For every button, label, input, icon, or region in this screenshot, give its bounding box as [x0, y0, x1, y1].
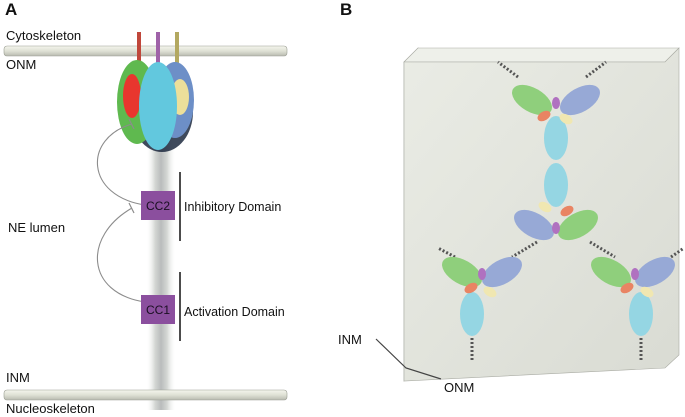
inhibitory-domain-label: Inhibitory Domain [184, 200, 281, 214]
panel-a-letter: A [5, 0, 17, 19]
inhibition-arc-cc2 [97, 123, 146, 206]
tm-helix-yellow [175, 32, 179, 72]
inm-leader-line [375, 338, 442, 380]
lattice-link [589, 240, 616, 259]
protein-trimer [117, 60, 194, 152]
inm-label-b: INM [338, 332, 362, 347]
ne-lumen-label: NE lumen [8, 220, 65, 235]
cc2-box [141, 191, 175, 220]
trimer-green-subunit [442, 256, 482, 288]
trimer-red-subunit [123, 74, 141, 118]
trimer-green-subunit [591, 256, 631, 288]
lattice-links [437, 60, 685, 360]
lattice-link [437, 246, 456, 259]
tm-helix-purple [156, 32, 160, 72]
trimer-cyan-subunit [544, 163, 568, 207]
trimer-blue-subunit [514, 209, 554, 241]
trimer-cyan-subunit [629, 292, 653, 336]
lattice-link [670, 246, 685, 259]
lattice-trimer-1 [512, 84, 600, 160]
trimer-cyan-subunit [139, 62, 177, 150]
trimer-red-subunit [620, 282, 634, 294]
trimer-green-subunit [512, 84, 552, 116]
cytoskeleton-label: Cytoskeleton [6, 28, 81, 43]
trimer-purple-subunit [552, 222, 560, 234]
inhibition-arc-cc1 [97, 207, 146, 303]
panel-a: A CC2 CC1 Inhibito [3, 0, 288, 416]
inhibition-bar-cc1 [128, 202, 135, 214]
onm-membrane [3, 45, 288, 57]
trimer-red-subunit [560, 205, 574, 217]
nucleoskeleton-label: Nucleoskeleton [6, 401, 95, 416]
trimer-blue-subunit [482, 256, 522, 288]
panel-b: B [338, 0, 685, 395]
trimer-red-subunit [537, 110, 551, 122]
lattice-trimer-4 [591, 256, 675, 336]
cc1-box [141, 295, 175, 324]
trimer-yellow-subunit [483, 286, 497, 298]
trimer-yellow-subunit [538, 201, 552, 213]
trimer-blue-subunit [560, 84, 600, 116]
inm-membrane [3, 389, 288, 401]
lattice-trimer-3 [442, 256, 522, 336]
cc2-box-label: CC2 [146, 199, 170, 213]
trimer-cyan-subunit [460, 292, 484, 336]
inm-label-a: INM [6, 370, 30, 385]
trimer-yellow-subunit [640, 286, 654, 298]
onm-label-b: ONM [444, 380, 474, 395]
trimer-purple-subunit [478, 268, 486, 280]
cc1-box-label: CC1 [146, 303, 170, 317]
trimer-cyan-subunit [544, 116, 568, 160]
trimer-red-subunit [464, 282, 478, 294]
lattice-link [511, 240, 538, 259]
tm-helix-red [137, 32, 141, 72]
activation-domain-label: Activation Domain [184, 305, 285, 319]
trimer-green-subunit [558, 209, 598, 241]
trimer-blue-subunit [635, 256, 675, 288]
trimer-yellow-subunit [559, 113, 573, 125]
onm-label-a: ONM [6, 57, 36, 72]
trimer-purple-subunit [631, 268, 639, 280]
block-top-face [403, 47, 680, 63]
lattice-link [585, 60, 607, 79]
inhibition-bar-cc2 [128, 118, 135, 130]
trimer-purple-subunit [552, 97, 560, 109]
panel-b-letter: B [340, 0, 352, 19]
lattice-link [497, 60, 519, 79]
lattice-trimer-2 [514, 163, 598, 241]
